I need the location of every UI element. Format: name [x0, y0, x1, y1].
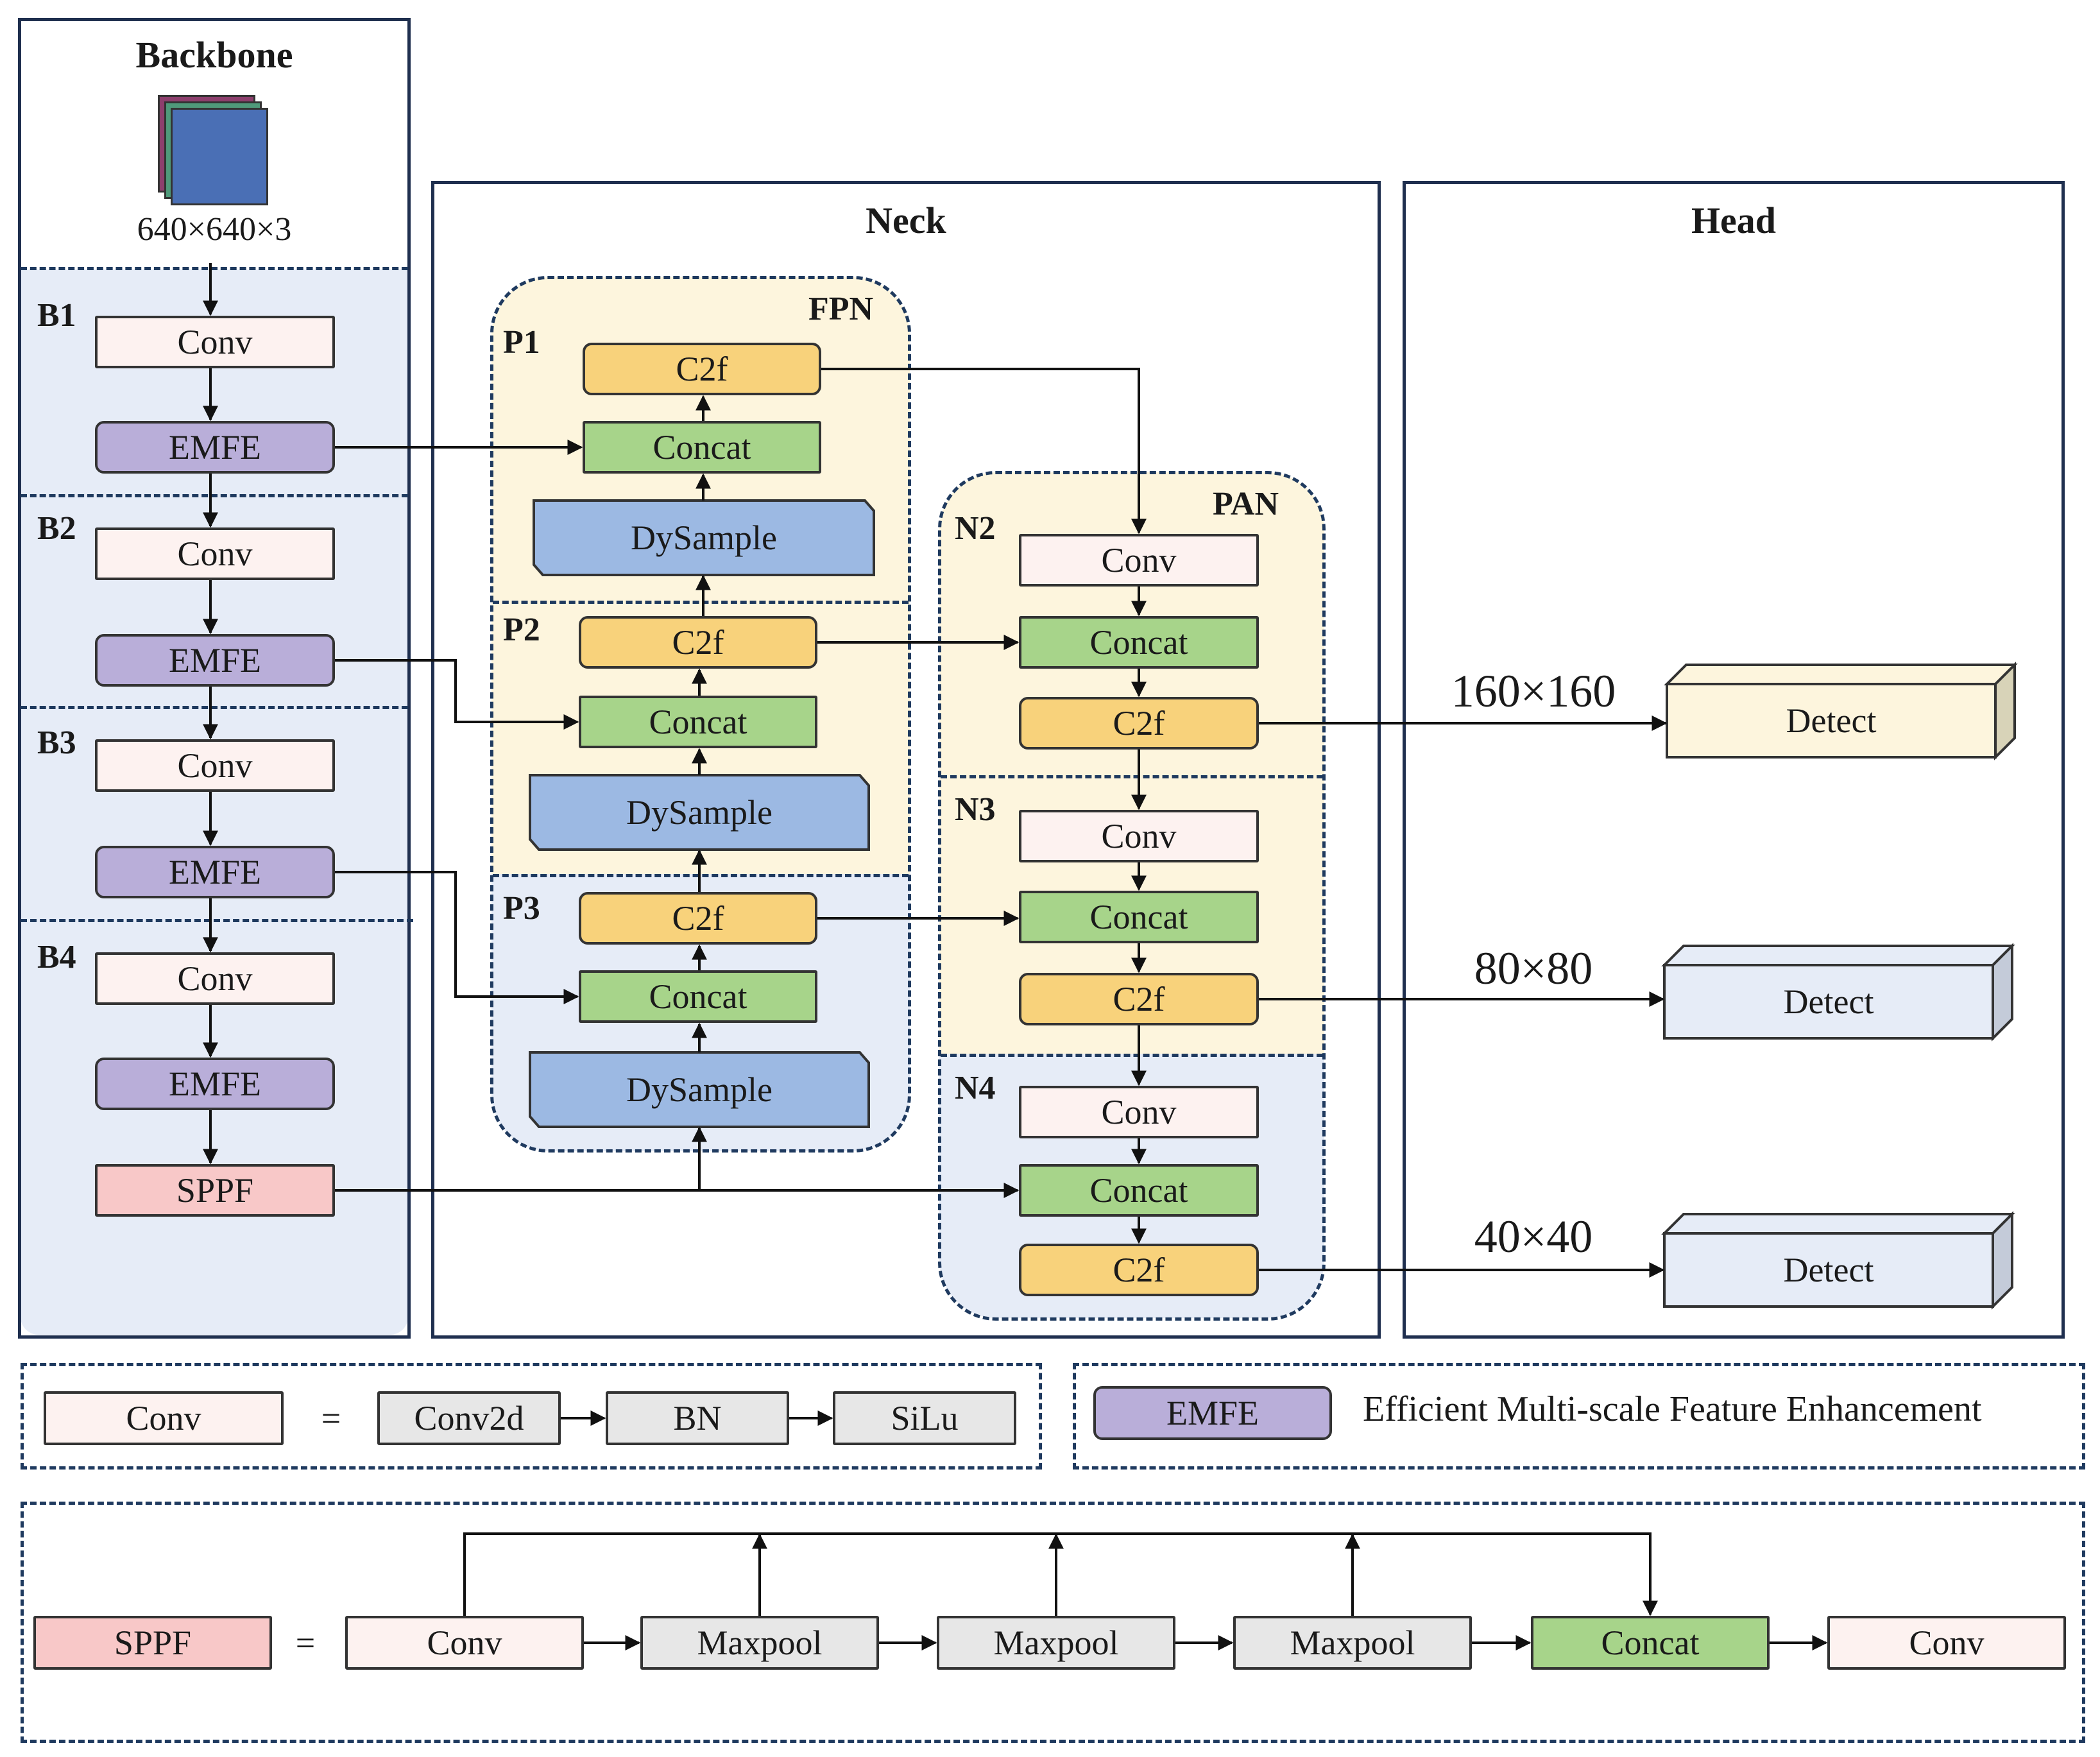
head-title: Head [1691, 200, 1777, 241]
b1-conv-block: Conv [95, 316, 335, 368]
scale-label-40: 40×40 [1474, 1211, 1593, 1262]
n3-c2f-block: C2f [1019, 973, 1259, 1025]
n3-conv-block: Conv [1019, 810, 1259, 862]
p1-dysample-shape [533, 499, 875, 576]
p3-c2f-block: C2f [579, 892, 817, 945]
backbone-panel [18, 18, 411, 1339]
sppf-maxpool-3-block: Maxpool [1233, 1616, 1472, 1670]
legend-emfe-group [1073, 1363, 2085, 1470]
legend-conv2d-block: Conv2d [377, 1391, 561, 1445]
input-size: 640×640×3 [137, 211, 292, 248]
p1-dysample-label: DySample [631, 519, 777, 557]
detect-box-3 [1661, 1211, 2015, 1310]
p1-c2f-block: C2f [583, 343, 821, 395]
b2-conv-block: Conv [95, 527, 335, 580]
stage-label-p3: P3 [503, 890, 540, 927]
stage-label-p2: P2 [503, 612, 540, 648]
b4-conv-block: Conv [95, 952, 335, 1005]
pan-separator [941, 1054, 1323, 1057]
b3-emfe-block: EMFE [95, 846, 335, 898]
sppf-conv-out-block: Conv [1827, 1616, 2066, 1670]
detect-box-1 [1664, 662, 2018, 760]
n4-concat-block: Concat [1019, 1164, 1259, 1217]
p3-dysample-label: DySample [626, 1070, 773, 1109]
detect-label-2: Detect [1783, 982, 1874, 1021]
n4-c2f-block: C2f [1019, 1244, 1259, 1296]
n2-concat-block: Concat [1019, 616, 1259, 669]
input-image [171, 108, 268, 205]
sppf-conv-in-block: Conv [345, 1616, 584, 1670]
arrow-b3-p3 [335, 871, 579, 1004]
arrow-p1-n2 [821, 368, 1147, 535]
scale-label-160: 160×160 [1451, 665, 1616, 717]
legend-sppf-equals: = [295, 1624, 316, 1662]
b3-conv-block: Conv [95, 739, 335, 792]
sppf-maxpool-2-block: Maxpool [937, 1616, 1175, 1670]
sppf-concat-block: Concat [1531, 1616, 1770, 1670]
stage-label-n4: N4 [955, 1070, 996, 1106]
scale-label-80: 80×80 [1474, 943, 1593, 994]
b2-emfe-block: EMFE [95, 634, 335, 687]
head-panel [1403, 181, 2065, 1339]
legend-equals: = [321, 1399, 341, 1437]
legend-conv-group [21, 1363, 1042, 1470]
p3-concat-block: Concat [579, 970, 817, 1023]
arrow-b2-p2 [335, 659, 579, 730]
p2-c2f-block: C2f [579, 616, 817, 669]
p3-dysample-shape [529, 1051, 870, 1128]
p1-concat-block: Concat [583, 421, 821, 474]
backbone-title: Backbone [135, 34, 293, 76]
neck-title: Neck [866, 200, 946, 241]
n3-concat-block: Concat [1019, 891, 1259, 943]
legend-sppf-block: SPPF [33, 1616, 272, 1670]
detect-label-1: Detect [1786, 701, 1877, 740]
n2-c2f-block: C2f [1019, 697, 1259, 750]
stage-label-b1: B1 [37, 297, 76, 334]
legend-bn-block: BN [606, 1391, 789, 1445]
b1-emfe-block: EMFE [95, 421, 335, 474]
fpn-title: FPN [808, 291, 874, 327]
stage-label-p1: P1 [503, 324, 540, 361]
pan-group [938, 471, 1326, 1321]
backbone-separator [21, 706, 408, 709]
stage-label-b3: B3 [37, 724, 76, 761]
p2-dysample-label: DySample [626, 793, 773, 832]
pan-separator [941, 775, 1323, 778]
b4-emfe-block: EMFE [95, 1058, 335, 1110]
sppf-maxpool-1-block: Maxpool [640, 1616, 879, 1670]
legend-silu-block: SiLu [833, 1391, 1016, 1445]
n2-conv-block: Conv [1019, 534, 1259, 587]
stage-label-b4: B4 [37, 939, 76, 975]
p2-dysample-shape [529, 774, 870, 851]
legend-conv-block: Conv [44, 1391, 284, 1445]
stage-label-b2: B2 [37, 510, 76, 547]
legend-emfe-block: EMFE [1093, 1386, 1332, 1440]
fpn-separator [493, 601, 909, 604]
backbone-separator [21, 267, 408, 270]
stage-label-n2: N2 [955, 510, 996, 547]
pan-title: PAN [1213, 486, 1279, 522]
p2-concat-block: Concat [579, 696, 817, 748]
n4-conv-block: Conv [1019, 1086, 1259, 1138]
neck-panel [431, 181, 1381, 1339]
backbone-separator [21, 919, 413, 922]
legend-emfe-description: Efficient Multi-scale Feature Enhancemen… [1363, 1389, 1982, 1429]
detect-box-2 [1661, 943, 2015, 1041]
b4-sppf-block: SPPF [95, 1164, 335, 1217]
legend-sppf-group [21, 1502, 2085, 1743]
detect-label-3: Detect [1783, 1251, 1874, 1289]
stage-label-n3: N3 [955, 791, 996, 828]
backbone-separator [21, 494, 408, 497]
